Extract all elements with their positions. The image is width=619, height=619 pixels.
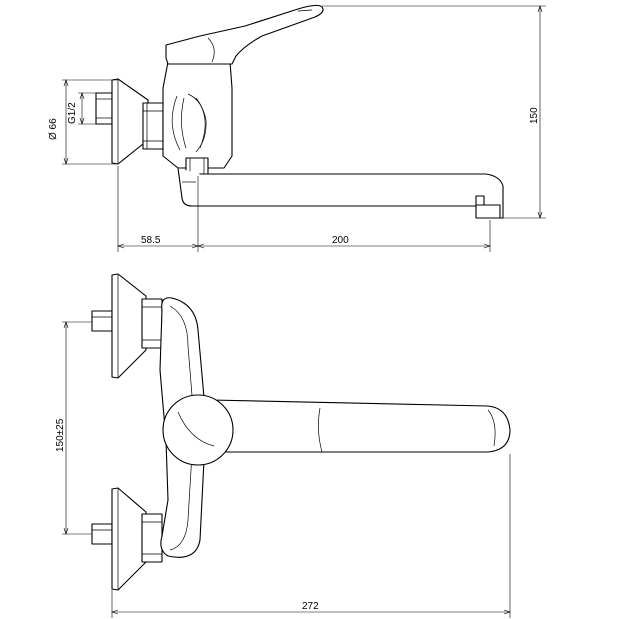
front-view bbox=[91, 273, 511, 591]
dim-thread-label: G1/2 bbox=[67, 102, 78, 124]
dim-offset-label: 58.5 bbox=[141, 235, 161, 246]
front-lower-nut bbox=[141, 513, 163, 563]
front-lower-rosette bbox=[111, 487, 147, 591]
side-view bbox=[95, 4, 504, 219]
side-nut bbox=[142, 102, 164, 150]
side-dimensions: Ø 66 G1/2 150 58.5 200 bbox=[48, 5, 546, 252]
dim-total-length-label: 272 bbox=[302, 601, 319, 612]
side-body bbox=[162, 61, 233, 169]
front-lower-pipe bbox=[91, 523, 113, 545]
front-upper-nut bbox=[141, 298, 163, 349]
side-pipe-connector bbox=[95, 92, 113, 125]
dim-center-distance-label: 150±25 bbox=[55, 418, 66, 452]
side-spout bbox=[177, 167, 504, 219]
side-lever-handle bbox=[165, 4, 324, 65]
dim-spout-length-label: 200 bbox=[332, 235, 349, 246]
front-upper-rosette bbox=[111, 273, 147, 379]
front-upper-pipe bbox=[91, 310, 113, 332]
front-dimensions: 150±25 272 bbox=[55, 321, 511, 618]
front-lever-cap bbox=[162, 394, 234, 466]
front-spout bbox=[209, 399, 511, 453]
dim-height-label: 150 bbox=[529, 107, 540, 124]
dim-diameter-label: Ø 66 bbox=[48, 118, 59, 140]
